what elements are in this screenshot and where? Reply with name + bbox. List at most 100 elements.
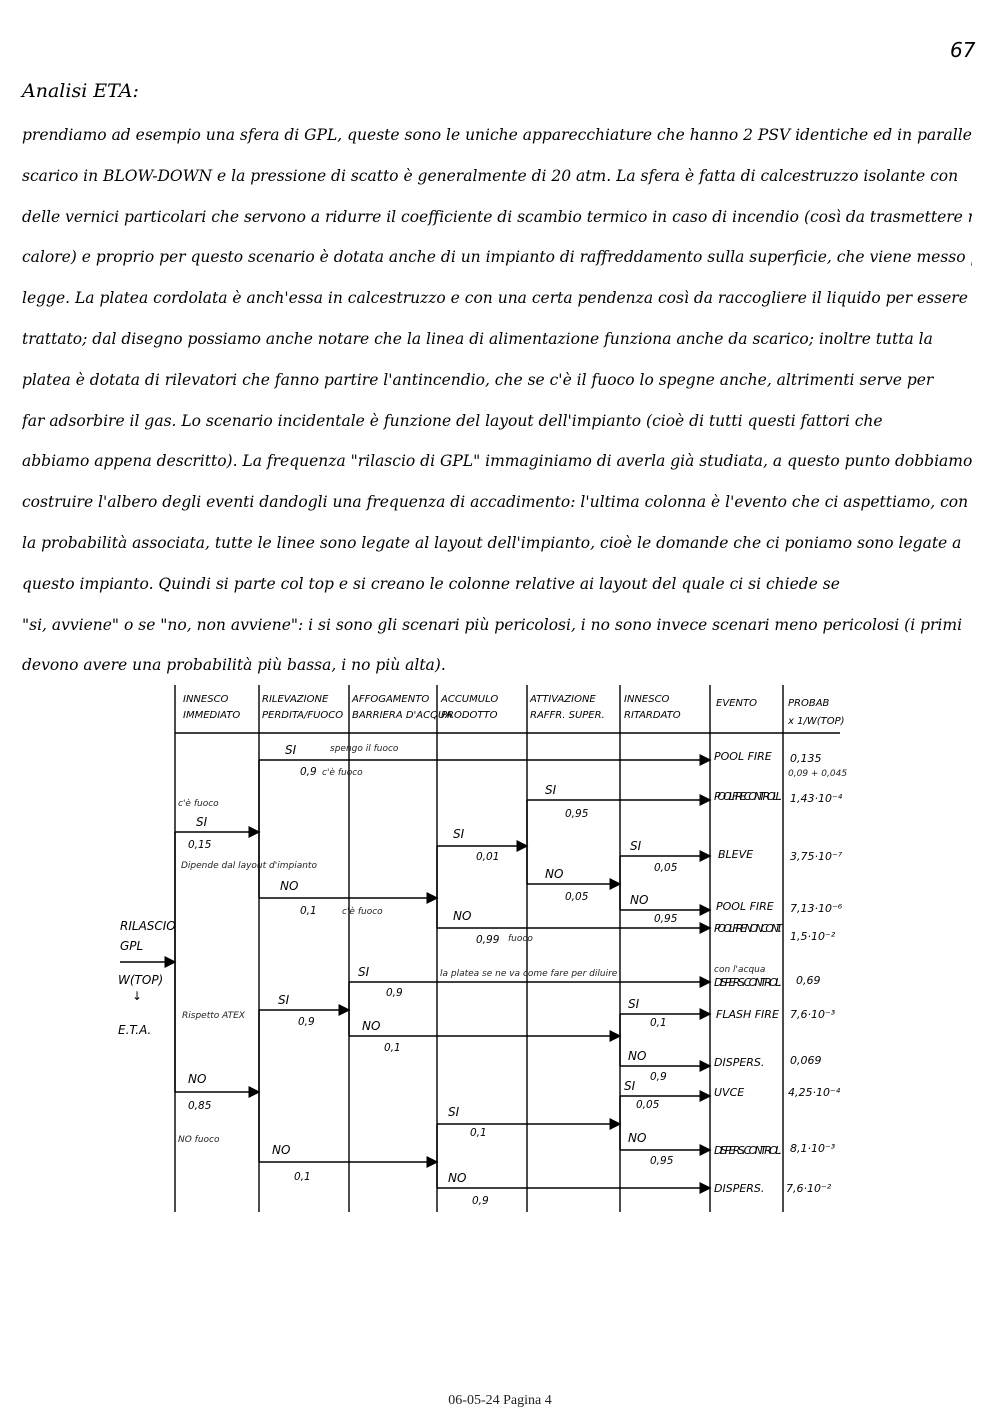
branch-value: 0,1: [650, 1017, 667, 1029]
top-event-line: RILASCIO: [120, 919, 176, 933]
branch-value: 0,95: [565, 808, 589, 820]
event-name: DISPERS. CONTROL.: [714, 976, 782, 989]
branch-value: 0,95: [654, 913, 678, 925]
text-line: devono avere una probabilità più bassa, …: [22, 656, 446, 675]
branch-label-si: SI: [448, 1105, 460, 1119]
text-line: trattato; dal disegno possiamo anche not…: [22, 329, 933, 348]
branch-label-si: SI: [453, 827, 465, 841]
header-probab-1: PROBAB: [788, 698, 830, 709]
top-event-line: W(TOP): [118, 973, 163, 987]
branch-label-si: SI: [630, 839, 642, 853]
branch-label-no: NO: [453, 909, 471, 923]
page-number: 67: [950, 38, 976, 62]
text-line: questo impianto. Quindi si parte col top…: [22, 574, 840, 593]
page-footer: 06-05-24 Pagina 4: [448, 1393, 552, 1408]
branch-value: 0,1: [470, 1127, 487, 1139]
event-name: POOL FIRE NON CONT.: [714, 922, 784, 935]
event-probability: 7,13·10⁻⁶: [790, 902, 843, 915]
branch-value: 0,1: [384, 1042, 401, 1054]
branch-value: 0,15: [188, 839, 212, 851]
branch-lines: [120, 754, 712, 1194]
event-probability: 3,75·10⁻⁷: [790, 850, 843, 863]
branch-label-no: NO: [628, 1049, 646, 1063]
note-con-acqua: con l'acqua: [714, 965, 765, 975]
branch-label-no: NO: [272, 1143, 290, 1157]
text-line: calore) e proprio per questo scenario è …: [22, 248, 972, 267]
event-name: BLEVE: [718, 848, 753, 861]
event-name: UVCE: [714, 1086, 744, 1099]
header-rilevazione-1: RILEVAZIONE: [262, 694, 329, 705]
event-name: FLASH FIRE: [716, 1008, 779, 1021]
note-spengo: spengo il fuoco: [330, 744, 399, 754]
branch-annotations: SI 0,15 NO 0,85 SI 0,9 NO 0,1 SI 0,01 NO…: [188, 743, 678, 1207]
event-name: DISPERS.: [714, 1056, 764, 1069]
branch-label-si: SI: [285, 743, 297, 757]
branch-label-no: NO: [448, 1171, 466, 1185]
branch-value: 0,9: [298, 1016, 315, 1028]
note-c-fuoco: c'è fuoco: [178, 798, 219, 809]
top-event-line: E.T.A.: [118, 1023, 151, 1037]
note-sum: 0,09 + 0,045: [788, 769, 847, 779]
header-affogamento-1: AFFOGAMENTO: [351, 694, 429, 705]
branch-value: 0,9: [650, 1071, 667, 1083]
event-probability: 0,135: [790, 752, 822, 765]
branch-label-si: SI: [196, 815, 208, 829]
event-name: POOL FIRE CONTROLL.: [714, 790, 782, 803]
column-headers: INNESCO IMMEDIATO RILEVAZIONE PERDITA/FU…: [183, 694, 845, 727]
event-probability: 8,1·10⁻³: [790, 1142, 836, 1155]
branch-value: 0,05: [654, 862, 678, 874]
header-probab-2: x 1/W(TOP): [787, 716, 845, 727]
text-line: "si, avviene" o se "no, non avviene": i …: [22, 615, 963, 634]
branch-value: 0,05: [565, 891, 589, 903]
note-fuoco: fuoco: [508, 934, 533, 944]
handwritten-paragraph: prendiamo ad esempio una sfera di GPL, q…: [22, 115, 972, 686]
top-event-line: ↓: [132, 989, 142, 1003]
top-event: RILASCIO GPL W(TOP) ↓ E.T.A.: [118, 919, 176, 1037]
branch-label-no: NO: [362, 1019, 380, 1033]
text-line: costruire l'albero degli eventi dandogli…: [22, 493, 969, 512]
note-dipende: Dipende dal layout d'impianto: [181, 861, 317, 871]
header-innesco-immediato-1: INNESCO: [183, 694, 229, 705]
event-name: POOL FIRE: [714, 750, 772, 763]
note-rispetto-atex: Rispetto ATEX: [182, 1011, 246, 1021]
note-no-fuoco: NO fuoco: [178, 1135, 220, 1145]
branch-value: 0,95: [650, 1155, 674, 1167]
header-attivazione-1: ATTIVAZIONE: [529, 694, 596, 705]
branch-value: 0,9: [386, 987, 403, 999]
text-line: abbiamo appena descritto). La frequenza …: [22, 452, 972, 471]
header-rilevazione-2: PERDITA/FUOCO: [262, 710, 343, 721]
branch-label-no: NO: [188, 1072, 206, 1086]
branch-value: 0,01: [476, 851, 499, 863]
text-line: la probabilità associata, tutte le linee…: [22, 533, 962, 552]
header-accumulo-2: PRODOTTO: [441, 710, 498, 721]
text-line: platea è dotata di rilevatori che fanno …: [22, 370, 934, 389]
branch-label-si: SI: [624, 1079, 636, 1093]
section-heading: Analisi ETA:: [22, 80, 139, 102]
branch-value: 0,85: [188, 1100, 212, 1112]
text-line: scarico in BLOW-DOWN e la pressione di s…: [22, 166, 959, 185]
branch-label-no: NO: [545, 867, 563, 881]
branch-value: 0,99: [476, 934, 500, 946]
branch-label-no: NO: [280, 879, 298, 893]
note-ce-fuoco: c'è fuoco: [342, 906, 383, 917]
branch-label-si: SI: [628, 997, 640, 1011]
branch-label-no: NO: [630, 893, 648, 907]
branch-label-si: SI: [278, 993, 290, 1007]
branch-value: 0,1: [300, 905, 317, 917]
branch-value: 0,05: [636, 1099, 660, 1111]
note-ce-fuoco: c'è fuoco: [322, 767, 363, 778]
text-line: prendiamo ad esempio una sfera di GPL, q…: [22, 126, 972, 144]
event-probability: 0,69: [796, 974, 821, 987]
header-innesco-ritardato-1: INNESCO: [624, 694, 670, 705]
event-probability: 7,6·10⁻²: [786, 1182, 832, 1195]
text-line: delle vernici particolari che servono a …: [22, 207, 972, 226]
branch-value: 0,9: [472, 1195, 489, 1207]
branch-value: 0,9: [300, 766, 317, 778]
event-probability: 0,069: [790, 1054, 822, 1067]
note-platea: la platea se ne va come fare per diluire: [440, 969, 618, 979]
event-probability: 1,5·10⁻²: [790, 930, 836, 943]
event-probability: 1,43·10⁻⁴: [790, 792, 843, 805]
header-evento: EVENTO: [716, 698, 757, 709]
top-event-line: GPL: [120, 939, 143, 953]
